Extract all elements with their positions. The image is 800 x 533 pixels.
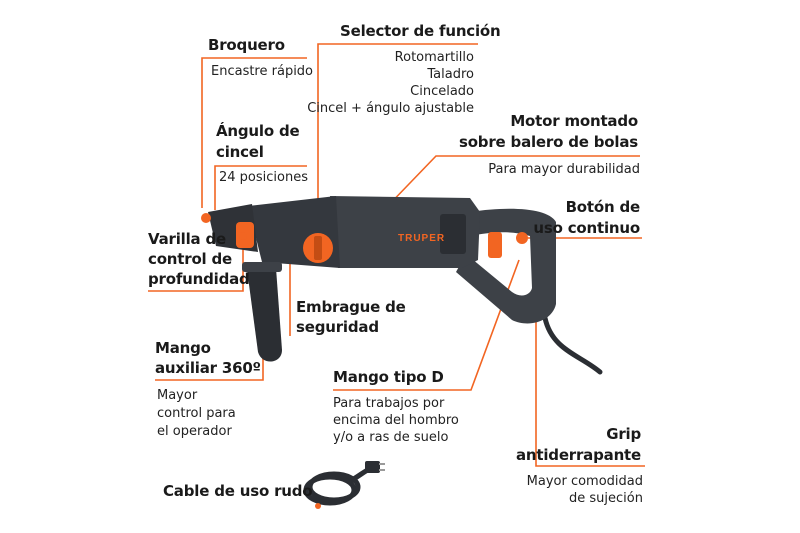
callout-mango-d-desc-2: encima del hombro [333,413,459,428]
callout-grip-desc-1: Mayor comodidad [526,474,643,489]
leader-broquero [201,57,307,208]
callout-embrague-title-1: Embrague de [296,298,406,316]
brand-logo: TRUPER [398,233,446,244]
callout-grip-desc-2: de sujeción [569,491,643,506]
trigger [488,232,502,258]
power-cord [542,315,603,375]
callout-angulo-desc: 24 posiciones [219,170,308,185]
d-handle [456,208,556,324]
chuck-tip [201,213,211,223]
callout-mango-d-desc-1: Para trabajos por [333,396,445,411]
callout-broquero-desc: Encastre rápido [211,64,314,79]
callout-mango-aux-desc-1: Mayor [157,388,198,403]
callout-mango-d-desc-3: y/o a ras de suelo [333,430,449,445]
lock-button [516,232,528,244]
leader-varilla [148,236,244,292]
callout-selector-title: Selector de función [340,22,501,40]
callout-varilla-title-2: control de [148,250,233,268]
callout-selector-item-2: Taladro [427,67,474,82]
callout-selector-item-4: Cincel + ángulo ajustable [307,101,474,116]
callout-varilla-title-3: profundidad [148,270,250,288]
callout-mango-d-title: Mango tipo D [333,368,444,386]
leader-grip [535,282,645,467]
callout-motor-desc: Para mayor durabilidad [488,162,640,177]
auxiliary-handle [246,262,282,362]
callout-varilla-title-1: Varilla de [148,230,226,248]
leader-selector [317,43,478,238]
callout-broquero-title: Broquero [208,36,285,54]
callout-mango-aux-title-1: Mango [155,339,211,357]
callout-boton-title-2: uso continuo [533,219,640,237]
plug [365,461,380,473]
callout-cable-title: Cable de uso rudo [163,482,313,500]
leader-motor [381,155,640,213]
motor-vents [440,214,466,254]
leader-lines [148,43,645,467]
cable-coil-illustration [303,465,375,506]
callout-angulo-title-2: cincel [216,143,264,161]
callout-selector-item-1: Rotomartillo [394,50,474,65]
callout-selector-item-3: Cincelado [410,84,474,99]
callout-embrague-title-2: seguridad [296,318,379,336]
callout-motor-title-1: Motor montado [510,112,638,130]
callout-mango-aux-desc-3: el operador [157,424,232,439]
callout-motor-title-2: sobre balero de bolas [458,133,638,151]
callout-angulo-title-1: Ángulo de [216,122,300,140]
callout-grip-title-1: Grip [606,425,641,443]
auxiliary-handle-cap [242,262,282,272]
leader-angulo [214,165,307,210]
callout-mango-aux-title-2: auxiliar 360º [155,359,261,377]
callout-boton-title-1: Botón de [565,198,641,216]
callout-mango-aux-desc-2: control para [157,406,236,421]
callout-grip-title-2: antiderrapante [515,446,641,464]
